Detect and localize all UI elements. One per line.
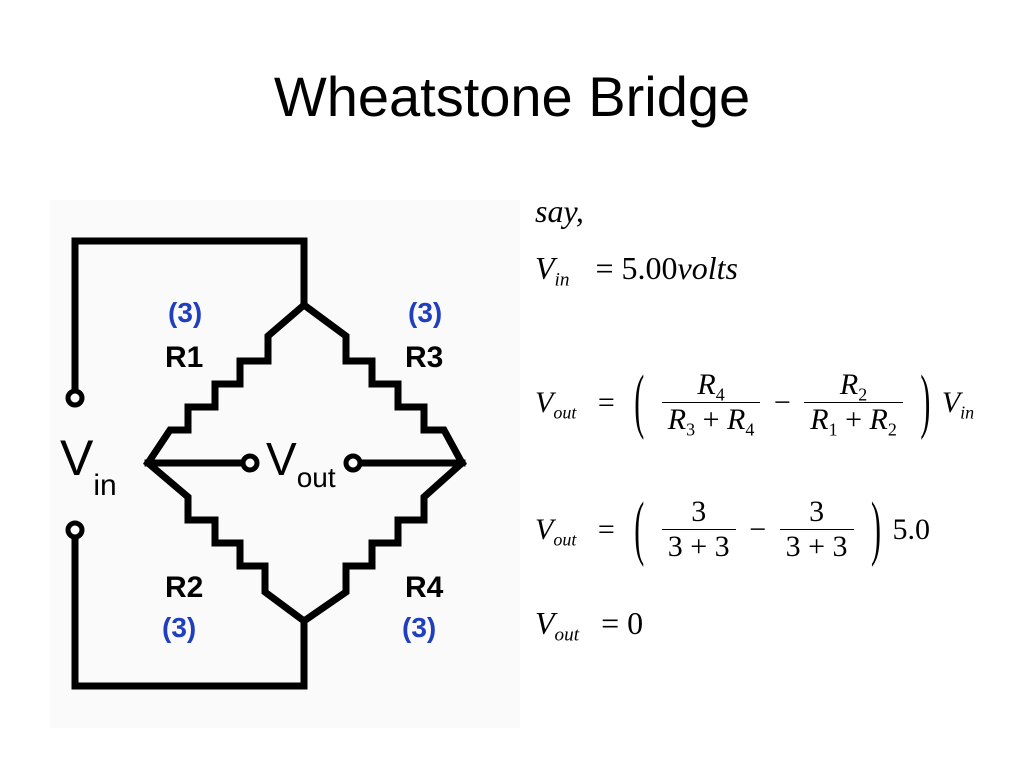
fraction-r4: R4 R3 + R4 — [661, 368, 761, 438]
vout-result: Vout =0 — [535, 605, 644, 646]
vout-label: Vout — [266, 433, 336, 493]
fraction-r2: R2 R1 + R2 — [804, 368, 903, 438]
r2-value: (3) — [162, 612, 196, 643]
r4-value: (3) — [402, 612, 436, 643]
resistor-r1 — [143, 300, 309, 468]
vin-var: V — [535, 250, 555, 286]
vin-label: Vin — [60, 430, 117, 502]
fraction-one: 3 3 + 3 — [661, 495, 736, 564]
say-text: say, — [535, 193, 584, 229]
r3-label: R3 — [405, 341, 443, 374]
vin-eq: = — [595, 250, 614, 286]
resistor-r4 — [299, 458, 467, 626]
resistor-r2 — [143, 458, 309, 626]
vout-substituted: Vout = ( 3 3 + 3 − 3 3 + 3 ) 5.0 — [535, 488, 931, 568]
vin-terminal-bottom — [65, 520, 85, 540]
vout-main: V — [266, 433, 297, 485]
vin-unit: volts — [677, 250, 738, 286]
wire-bottom — [71, 529, 308, 690]
r1-value: (3) — [168, 297, 202, 328]
vin-sub: in — [93, 469, 116, 502]
vin-sub: in — [554, 269, 570, 291]
vout-formula: Vout = ( R4 R3 + R4 − R2 R1 + R2 ) Vin — [535, 362, 974, 441]
vin-value: 5.00 — [621, 250, 678, 286]
r3-value: (3) — [408, 297, 442, 328]
vin-equation: Vin =5.00volts — [535, 250, 738, 290]
r2-label: R2 — [165, 571, 203, 604]
fraction-two: 3 3 + 3 — [779, 495, 854, 564]
wire-top — [71, 237, 308, 397]
right-paren: ) — [920, 361, 931, 441]
vout-sub: out — [297, 462, 336, 493]
vin-terminal-top — [65, 388, 85, 408]
slide-title: Wheatstone Bridge — [273, 65, 751, 128]
left-paren: ( — [634, 361, 645, 441]
r1-label: R1 — [165, 341, 203, 374]
vout-terminal-right — [343, 453, 363, 473]
r4-label: R4 — [405, 571, 444, 604]
vin-main: V — [60, 430, 94, 486]
resistor-r3 — [299, 300, 467, 468]
vout-terminal-left — [240, 453, 260, 473]
